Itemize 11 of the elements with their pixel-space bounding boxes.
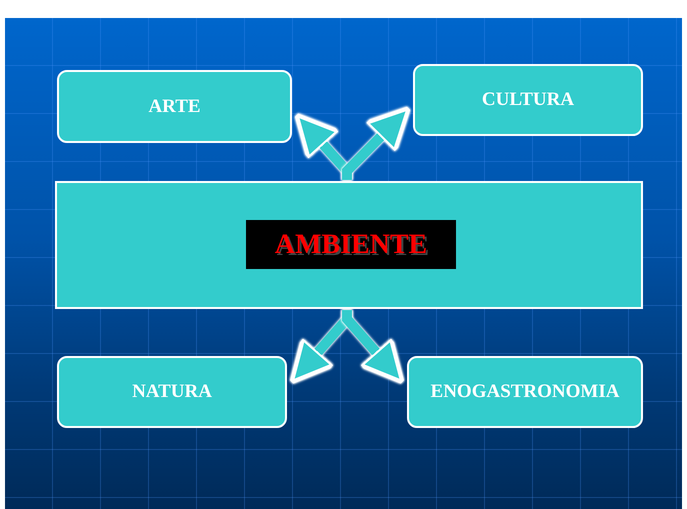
box-label: ENOGASTRONOMIA: [430, 381, 620, 403]
topic-box: [407, 356, 643, 428]
title-plate: [246, 220, 456, 269]
topic-box: [57, 356, 287, 428]
box-label: CULTURA: [482, 89, 574, 111]
box-label: ARTE: [148, 96, 201, 118]
topic-box: [57, 70, 292, 143]
panel: [55, 181, 643, 309]
title-text: AMBIENTE: [274, 228, 428, 260]
topic-box: [413, 64, 643, 136]
box-label: NATURA: [132, 381, 212, 403]
